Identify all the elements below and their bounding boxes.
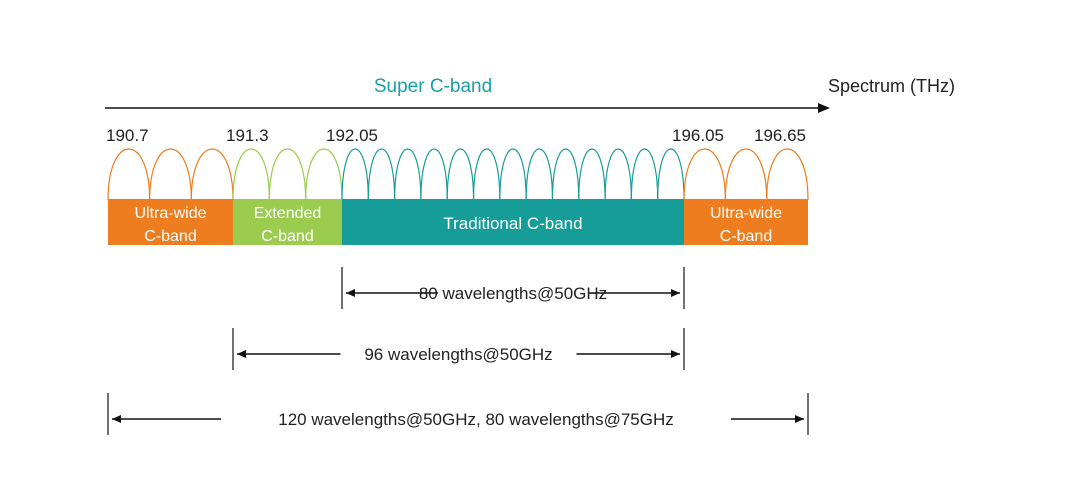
wavelength-ranges: 80 wavelengths@50GHz 96 wavelengths@50GHz…: [107, 267, 809, 435]
wavelength-range: 80 wavelengths@50GHz: [341, 267, 685, 309]
band-label: C-band: [720, 228, 772, 245]
wavelength-arch: [446, 148, 475, 201]
tick-label: 191.3: [226, 126, 269, 145]
arrowhead-right: [671, 350, 680, 358]
band-label: C-band: [144, 228, 196, 245]
wavelength-arch: [683, 148, 726, 201]
wavelength-arch: [305, 148, 343, 201]
wavelength-arch: [657, 148, 685, 201]
wavelength-arch: [394, 148, 422, 201]
range-label: 120 wavelengths@50GHz, 80 wavelengths@75…: [278, 410, 674, 429]
band-segment: [108, 199, 233, 245]
wavelength-arch: [268, 148, 307, 201]
wavelength-arch: [551, 148, 580, 201]
band-label: Ultra-wide: [710, 205, 782, 222]
arrowhead-left: [237, 350, 246, 358]
tick-label: 196.65: [754, 126, 806, 145]
band-label: Traditional C-band: [443, 214, 582, 233]
tick-labels: 190.7 191.3 192.05 196.05 196.65: [106, 126, 806, 145]
tick-label: 192.05: [326, 126, 378, 145]
wavelength-arches: [107, 148, 809, 201]
wavelength-arch: [604, 148, 632, 201]
wavelength-arch: [190, 148, 234, 201]
arrowhead-right: [671, 289, 680, 297]
band-segment: [233, 199, 342, 245]
band-segment: [342, 199, 684, 245]
wavelength-arch: [630, 148, 659, 201]
wavelength-arch: [472, 148, 501, 201]
wavelength-arch: [499, 148, 527, 201]
arrowhead-right: [795, 415, 804, 423]
wavelength-arch: [724, 148, 768, 201]
wavelength-arch: [367, 148, 396, 201]
range-label: 96 wavelengths@50GHz: [364, 345, 552, 364]
wavelength-arch: [525, 148, 554, 201]
wavelength-arch: [149, 148, 192, 201]
wavelength-range: 96 wavelengths@50GHz: [232, 328, 685, 370]
range-label: 80 wavelengths@50GHz: [419, 284, 607, 303]
band-label: Extended: [254, 205, 322, 222]
band-label: Ultra-wide: [134, 205, 206, 222]
arrowhead-left: [346, 289, 355, 297]
diagram-title: Super C-band: [374, 76, 492, 97]
tick-label: 196.05: [672, 126, 724, 145]
wavelength-arch: [766, 148, 809, 201]
band-label: C-band: [261, 228, 313, 245]
wavelength-arch: [232, 148, 270, 201]
spectrum-axis: [105, 103, 830, 113]
axis-arrowhead: [818, 103, 830, 113]
tick-label: 190.7: [106, 126, 149, 145]
wavelength-range: 120 wavelengths@50GHz, 80 wavelengths@75…: [107, 393, 809, 435]
axis-label: Spectrum (THz): [828, 76, 955, 96]
wavelength-arch: [420, 148, 448, 201]
wavelength-arch: [578, 148, 606, 201]
wavelength-arch: [107, 148, 151, 201]
band-segment: [684, 199, 808, 245]
wavelength-arch: [341, 148, 369, 201]
arrowhead-left: [112, 415, 121, 423]
